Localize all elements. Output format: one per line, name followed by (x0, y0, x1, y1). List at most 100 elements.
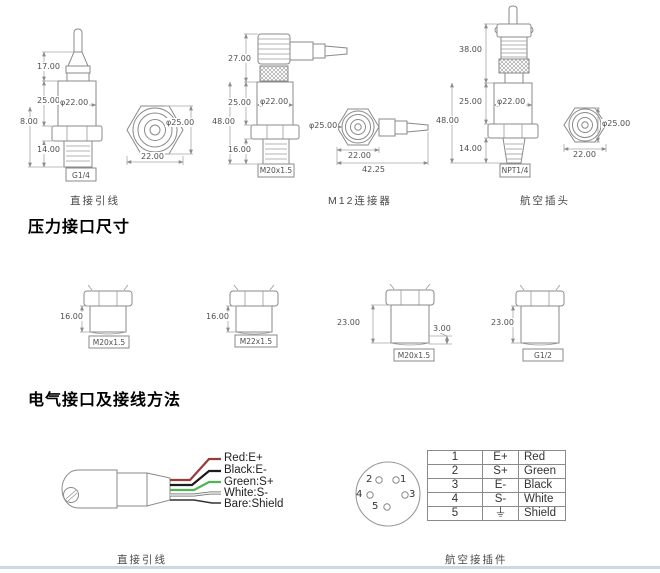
thread-spec-box (234, 334, 278, 348)
dim-thread-height: 23.00 (336, 318, 361, 327)
gland-ring (65, 65, 91, 74)
thread-body (235, 305, 273, 333)
dim-body-height: 25.00 (36, 96, 61, 105)
dim-thread-height: 14.00 (458, 144, 483, 153)
dim-top-height: 27.00 (227, 54, 252, 63)
pin-5 (383, 503, 391, 511)
dim-thread-height: 16.00 (59, 312, 84, 321)
thread-g12 (511, 284, 565, 362)
gland-ring (66, 72, 90, 82)
dim-overall: 8.00 (19, 117, 39, 126)
dim-total-width: 42.25 (361, 165, 386, 174)
thread-m20-long (371, 283, 452, 362)
dim-body-diameter: φ22.00 (496, 97, 527, 106)
table-row: 3 E- Black (427, 478, 566, 493)
thread-spec-label: M22x1.5 (239, 337, 273, 346)
pin-number-5: 5 (372, 501, 379, 512)
plug-cap (496, 23, 532, 38)
thread-spec-box (522, 348, 564, 362)
wire-white (170, 492, 221, 496)
wire-bare (170, 499, 221, 504)
wire-red (170, 457, 221, 482)
pinout-table: 1 E+ Red 2 S+ Green 3 E- Black 4 S- Whit… (427, 450, 566, 521)
neck (504, 72, 524, 84)
pin-cell: 1 (427, 450, 483, 465)
dim-top-height: 17.00 (36, 62, 61, 71)
pin-4 (366, 491, 374, 499)
thread-spec-label: M20x1.5 (92, 338, 126, 347)
sensor-label-m12: M12连接器 (328, 195, 392, 207)
thread-stud (262, 138, 290, 165)
dim-chamfer: 3.00 (432, 324, 452, 333)
strain-relief-cone (67, 51, 89, 67)
thread-spec-box (257, 163, 295, 178)
plug-ribbed-section (500, 36, 528, 60)
cable-inner-jacket (116, 472, 148, 507)
sensor-aviation-front-view (450, 5, 539, 178)
dim-overall: 48.00 (211, 117, 236, 126)
dim-thread-height: 16.00 (227, 145, 252, 154)
thread-spec-box (393, 348, 435, 362)
cable (324, 45, 348, 57)
heading-electrical-interface: 电气接口及接线方法 (28, 392, 182, 409)
signal-cell: E+ (482, 450, 519, 465)
connector-caption-aviation: 航空接插件 (445, 554, 508, 566)
hex-nut (515, 290, 565, 307)
connector-circle (355, 461, 421, 527)
dim-top-height: 38.00 (458, 45, 483, 54)
table-row: 4 S- White (427, 492, 566, 507)
dim-side-diameter: φ25.00 (308, 121, 339, 130)
dim-thread-height: 14.00 (36, 145, 61, 154)
pin-cell: 2 (427, 464, 483, 479)
dim-overall: 48.00 (435, 116, 460, 125)
knurled-ring (259, 65, 289, 82)
wire-label-bare: Bare:Shield (224, 498, 284, 510)
dim-side-diameter: φ25.00 (165, 118, 196, 127)
thread-stud (63, 140, 93, 168)
sensor-label-aviation: 航空插头 (520, 195, 570, 207)
dim-body-diameter: φ22.00 (259, 97, 290, 106)
dim-across-flats: 22.00 (140, 152, 165, 161)
wire-label-green: Green:S+ (224, 476, 274, 488)
signal-cell: S- (482, 492, 519, 507)
wiring-caption-direct-lead: 直接引线 (117, 554, 167, 566)
hex-nut (385, 289, 435, 306)
thread-spec-box (65, 167, 97, 182)
cable (508, 5, 518, 25)
cable-wiring-drawing (61, 457, 221, 509)
dim-body-diameter: φ22.00 (59, 98, 90, 107)
pin-number-4: 4 (356, 489, 363, 500)
thread-body (89, 305, 127, 333)
thread-spec-label: G1/4 (72, 171, 90, 180)
thread-m22-short (226, 284, 279, 348)
wire-cell: Green (518, 464, 566, 479)
thread-spec-label: G1/2 (534, 351, 552, 360)
pin-2 (375, 476, 383, 484)
pin-1 (392, 476, 400, 484)
sensor-m12-front-view (228, 33, 348, 178)
sensor-label-direct-lead: 直接引线 (70, 195, 120, 207)
dim-thread-height: 23.00 (490, 318, 515, 327)
page-bottom-border (0, 566, 660, 569)
table-row: 2 S+ Green (427, 464, 566, 479)
wire-label-white: White:S- (224, 487, 269, 499)
aviation-connector-face (355, 461, 421, 527)
table-row: 5 ⏚ Shield (427, 506, 566, 521)
hex-nut (229, 290, 279, 307)
signal-cell: S+ (482, 464, 519, 479)
wire-cell: Shield (518, 506, 566, 521)
thread-spec-label: M20x1.5 (397, 351, 431, 360)
side-step (394, 120, 408, 135)
pin-cell: 4 (427, 492, 483, 507)
side-barrel (378, 118, 396, 137)
heading-pressure-port-dimensions: 压力接口尺寸 (28, 219, 131, 236)
wire-cell: Red (518, 450, 566, 465)
dim-thread-height: 16.00 (205, 312, 230, 321)
dim-body-height: 25.00 (458, 97, 483, 106)
pin-cell: 3 (427, 478, 483, 493)
thread-m20-short (80, 284, 133, 349)
thread-body (520, 305, 560, 344)
m12-step (312, 43, 326, 59)
stripped-section (146, 472, 171, 507)
